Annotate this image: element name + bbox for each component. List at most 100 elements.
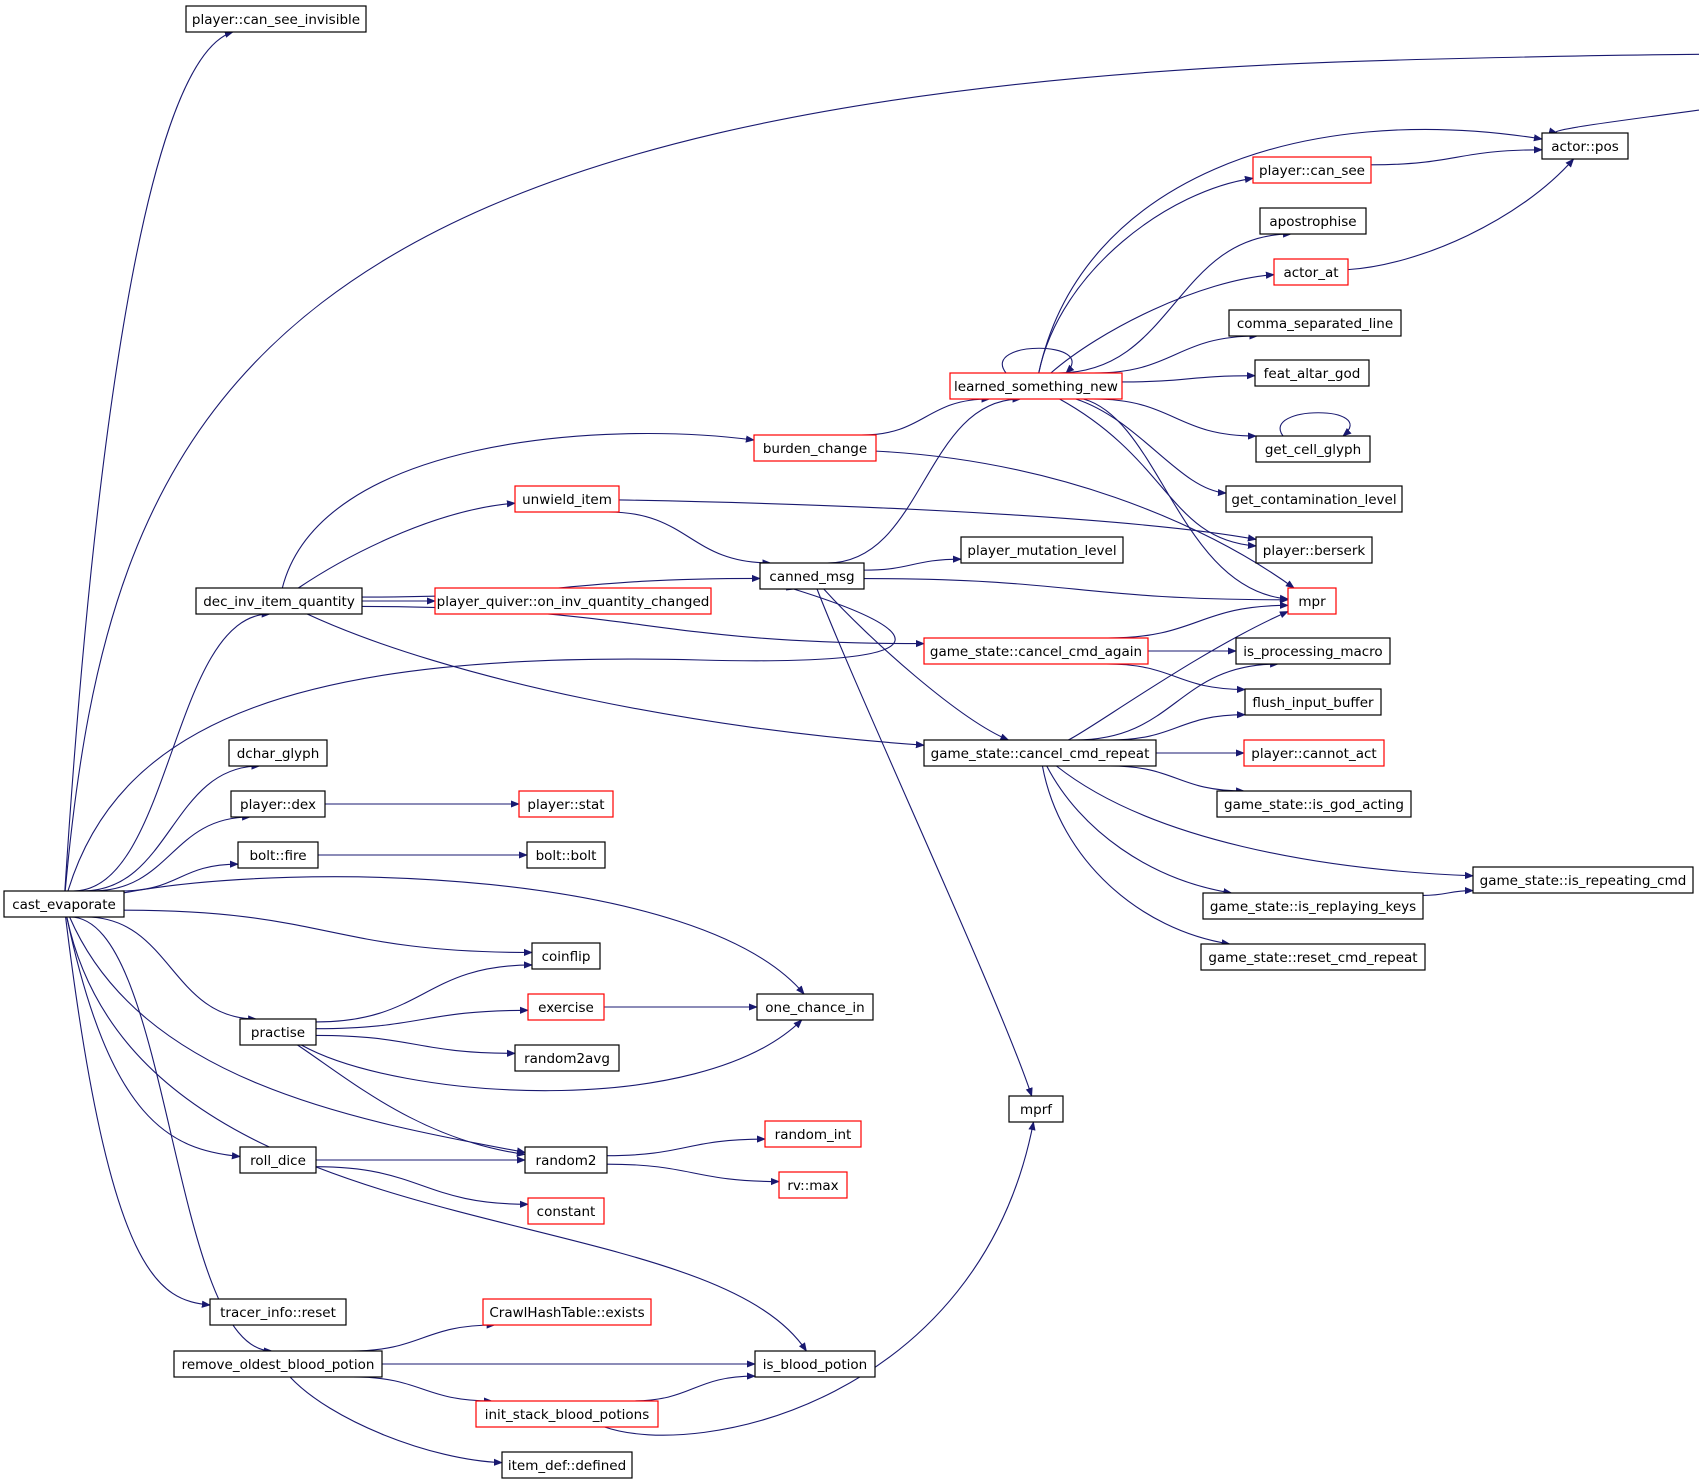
node-box[interactable] <box>195 587 363 615</box>
node-player_can_see[interactable]: player::can_see <box>1252 156 1372 184</box>
node-box[interactable] <box>1255 536 1373 564</box>
node-random2[interactable]: random2 <box>524 1146 608 1174</box>
node-box[interactable] <box>949 372 1123 400</box>
node-box[interactable] <box>173 1350 383 1378</box>
node-box[interactable] <box>239 1018 317 1046</box>
node-box[interactable] <box>1472 866 1694 894</box>
node-is_blood_potion[interactable]: is_blood_potion <box>754 1350 876 1378</box>
node-box[interactable] <box>1273 258 1349 286</box>
node-unwield_item[interactable]: unwield_item <box>514 485 620 513</box>
node-box[interactable] <box>434 587 712 615</box>
node-dchar_glyph[interactable]: dchar_glyph <box>228 739 328 767</box>
node-flush_input_buffer[interactable]: flush_input_buffer <box>1244 688 1382 716</box>
node-is_processing_macro[interactable]: is_processing_macro <box>1235 637 1391 665</box>
node-rv_max[interactable]: rv::max <box>778 1171 848 1199</box>
node-box[interactable] <box>518 790 614 818</box>
node-box[interactable] <box>1244 688 1382 716</box>
node-box[interactable] <box>923 739 1157 767</box>
node-box[interactable] <box>527 1197 605 1225</box>
node-box[interactable] <box>1259 207 1367 235</box>
node-coinflip[interactable]: coinflip <box>531 942 601 970</box>
node-box[interactable] <box>230 790 326 818</box>
node-box[interactable] <box>1225 485 1403 513</box>
node-remove_oldest_blood_potion[interactable]: remove_oldest_blood_potion <box>173 1350 383 1378</box>
node-box[interactable] <box>759 562 865 590</box>
node-mpr[interactable]: mpr <box>1287 587 1337 615</box>
node-box[interactable] <box>960 536 1124 564</box>
node-player_dex[interactable]: player::dex <box>230 790 326 818</box>
node-box[interactable] <box>482 1298 652 1326</box>
node-box[interactable] <box>1228 309 1402 337</box>
node-bolt_fire[interactable]: bolt::fire <box>237 841 319 869</box>
node-one_chance_in[interactable]: one_chance_in <box>756 993 874 1021</box>
node-game_state_is_god_acting[interactable]: game_state::is_god_acting <box>1216 790 1412 818</box>
node-crawl_hash_table_exists[interactable]: CrawlHashTable::exists <box>482 1298 652 1326</box>
node-game_state_cancel_cmd_again[interactable]: game_state::cancel_cmd_again <box>923 637 1149 665</box>
node-get_contamination_level[interactable]: get_contamination_level <box>1225 485 1403 513</box>
node-player_quiver_on_inv_quantity_changed[interactable]: player_quiver::on_inv_quantity_changed <box>434 587 712 615</box>
node-constant[interactable]: constant <box>527 1197 605 1225</box>
node-box[interactable] <box>1255 435 1371 463</box>
node-game_state_reset_cmd_repeat[interactable]: game_state::reset_cmd_repeat <box>1200 943 1426 971</box>
node-box[interactable] <box>501 1451 633 1479</box>
node-item_def_defined[interactable]: item_def::defined <box>501 1451 633 1479</box>
node-box[interactable] <box>527 993 605 1021</box>
node-mprf[interactable]: mprf <box>1008 1095 1064 1123</box>
node-feat_altar_god[interactable]: feat_altar_god <box>1254 359 1370 387</box>
node-box[interactable] <box>526 841 606 869</box>
node-get_cell_glyph[interactable]: get_cell_glyph <box>1255 435 1371 463</box>
node-practise[interactable]: practise <box>239 1018 317 1046</box>
node-tracer_info_reset[interactable]: tracer_info::reset <box>209 1298 347 1326</box>
node-box[interactable] <box>1254 359 1370 387</box>
node-box[interactable] <box>209 1298 347 1326</box>
node-box[interactable] <box>475 1400 659 1428</box>
node-box[interactable] <box>753 434 877 462</box>
node-player_can_see_invisible[interactable]: player::can_see_invisible <box>185 5 367 33</box>
node-apostrophise[interactable]: apostrophise <box>1259 207 1367 235</box>
node-random_int[interactable]: random_int <box>764 1120 862 1148</box>
node-player_stat[interactable]: player::stat <box>518 790 614 818</box>
node-canned_msg[interactable]: canned_msg <box>759 562 865 590</box>
node-box[interactable] <box>228 739 328 767</box>
node-box[interactable] <box>1235 637 1391 665</box>
node-box[interactable] <box>1202 892 1424 920</box>
node-actor_at[interactable]: actor_at <box>1273 258 1349 286</box>
node-box[interactable] <box>514 485 620 513</box>
node-box[interactable] <box>756 993 874 1021</box>
node-box[interactable] <box>514 1044 620 1072</box>
node-box[interactable] <box>764 1120 862 1148</box>
node-box[interactable] <box>237 841 319 869</box>
node-box[interactable] <box>185 5 367 33</box>
node-box[interactable] <box>1287 587 1337 615</box>
node-roll_dice[interactable]: roll_dice <box>239 1146 317 1174</box>
node-box[interactable] <box>1216 790 1412 818</box>
node-init_stack_blood_potions[interactable]: init_stack_blood_potions <box>475 1400 659 1428</box>
node-box[interactable] <box>3 890 125 918</box>
node-comma_separated_line[interactable]: comma_separated_line <box>1228 309 1402 337</box>
node-game_state_is_replaying_keys[interactable]: game_state::is_replaying_keys <box>1202 892 1424 920</box>
node-player_berserk[interactable]: player::berserk <box>1255 536 1373 564</box>
node-random2avg[interactable]: random2avg <box>514 1044 620 1072</box>
node-exercise[interactable]: exercise <box>527 993 605 1021</box>
node-player_cannot_act[interactable]: player::cannot_act <box>1243 739 1385 767</box>
node-box[interactable] <box>239 1146 317 1174</box>
node-box[interactable] <box>1252 156 1372 184</box>
node-box[interactable] <box>1200 943 1426 971</box>
node-dec_inv_item_quantity[interactable]: dec_inv_item_quantity <box>195 587 363 615</box>
node-box[interactable] <box>524 1146 608 1174</box>
node-box[interactable] <box>531 942 601 970</box>
node-player_mutation_level[interactable]: player_mutation_level <box>960 536 1124 564</box>
node-box[interactable] <box>778 1171 848 1199</box>
node-learned_something_new[interactable]: learned_something_new <box>949 372 1123 400</box>
node-actor_pos[interactable]: actor::pos <box>1541 132 1629 160</box>
node-game_state_is_repeating_cmd[interactable]: game_state::is_repeating_cmd <box>1472 866 1694 894</box>
node-box[interactable] <box>1243 739 1385 767</box>
node-burden_change[interactable]: burden_change <box>753 434 877 462</box>
node-box[interactable] <box>754 1350 876 1378</box>
node-cast_evaporate[interactable]: cast_evaporate <box>3 890 125 918</box>
node-bolt_bolt[interactable]: bolt::bolt <box>526 841 606 869</box>
node-box[interactable] <box>1541 132 1629 160</box>
node-game_state_cancel_cmd_repeat[interactable]: game_state::cancel_cmd_repeat <box>923 739 1157 767</box>
node-box[interactable] <box>1008 1095 1064 1123</box>
node-box[interactable] <box>923 637 1149 665</box>
